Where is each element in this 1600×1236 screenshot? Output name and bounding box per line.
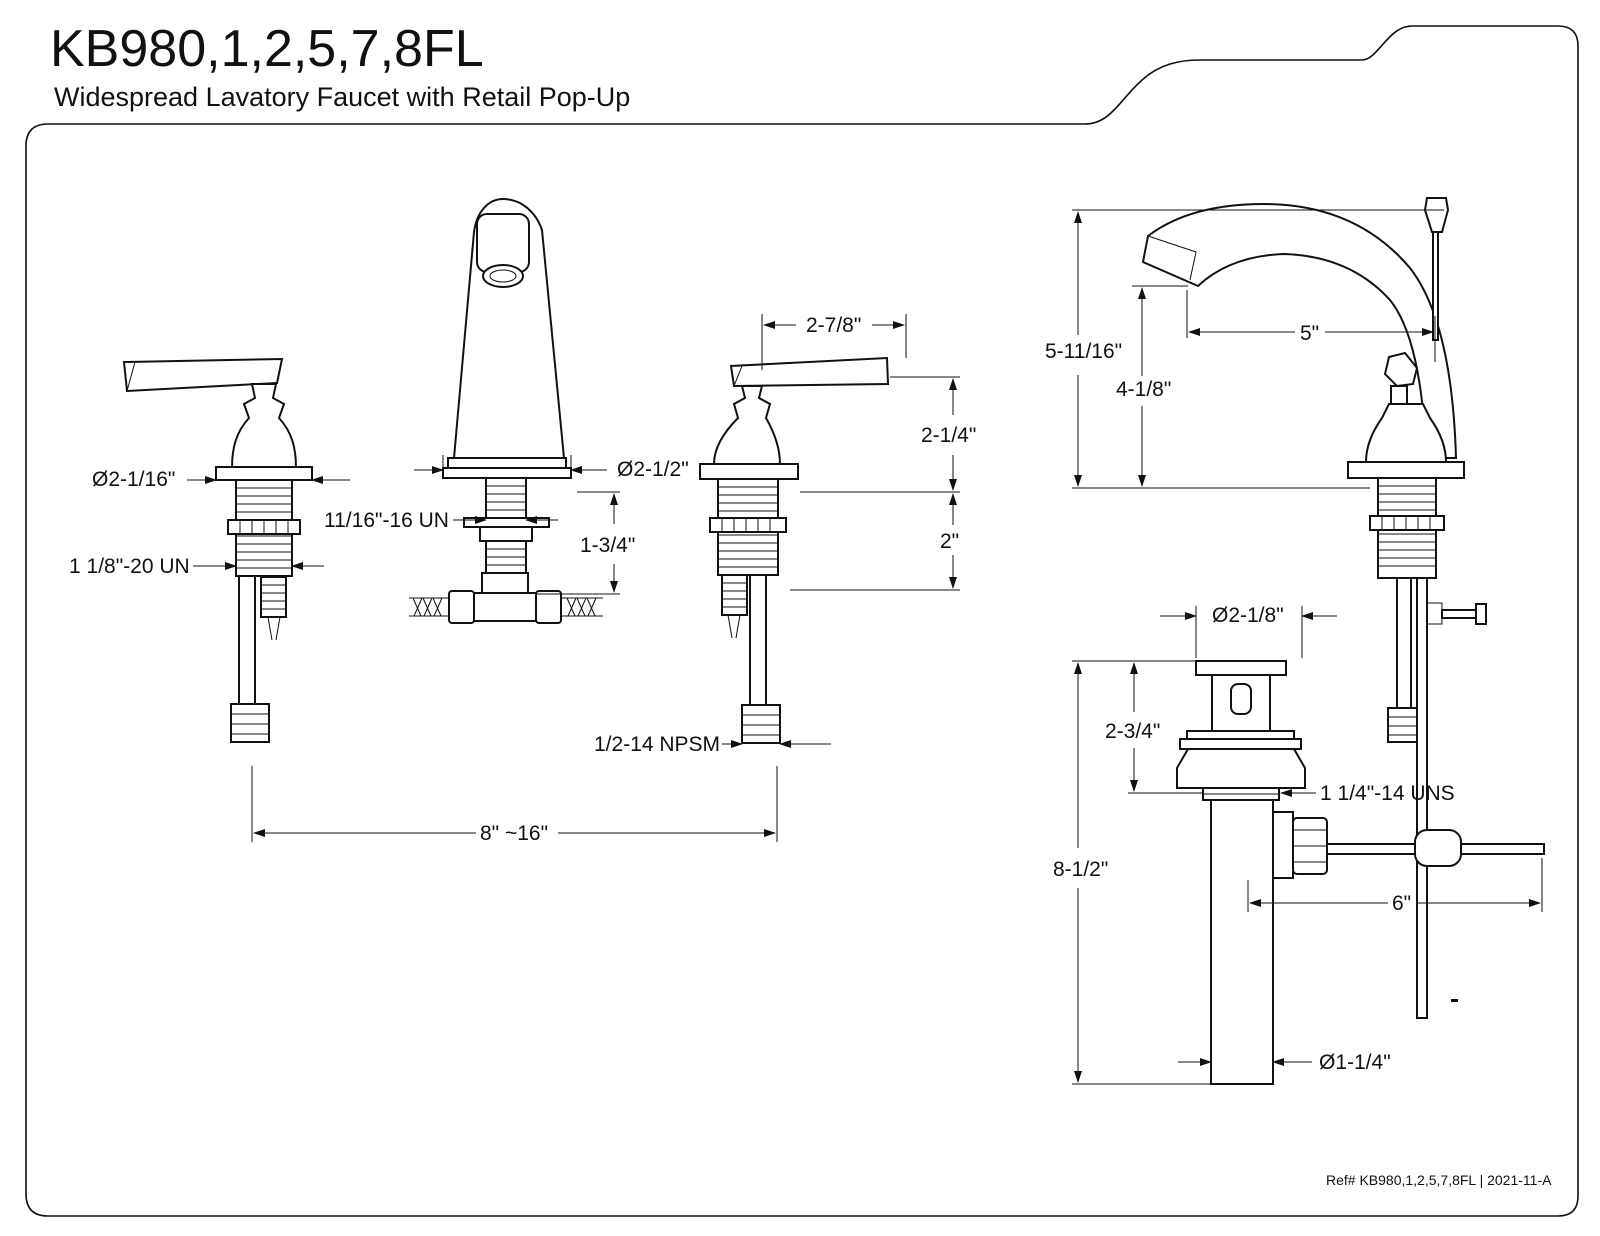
dim-handle-escutcheon-dia: Ø2-1/16" [92, 468, 175, 491]
dim-drain-body-height: 2-3/4" [1105, 720, 1160, 743]
dim-spout-shank-thread: 11/16"-16 UN [324, 509, 449, 532]
dim-spout-outlet-height: 4-1/8" [1116, 378, 1171, 401]
sheet-frame [25, 25, 1579, 1217]
left-handle-drawing [122, 357, 313, 743]
dim-handle-length: 2-7/8" [806, 314, 861, 337]
dim-drain-flange-dia: Ø2-1/8" [1212, 604, 1284, 627]
dimension-lines [187, 209, 1543, 1085]
dim-drain-thread: 1 1/4"-14 UNS [1320, 782, 1455, 805]
model-number-title: KB980,1,2,5,7,8FL [50, 20, 484, 78]
dim-drain-overall-length: 8-1/2" [1053, 858, 1108, 881]
dim-spout-shank-length: 1-3/4" [580, 534, 635, 557]
spout-side-view-drawing [1141, 197, 1545, 1019]
dim-handle-shank-thread: 1 1/8"-20 UN [69, 555, 190, 578]
dim-overall-height: 5-11/16" [1045, 340, 1122, 363]
right-handle-drawing [699, 356, 890, 744]
dim-pivot-rod-length: 6" [1392, 892, 1411, 915]
dim-handle-height: 2-1/4" [921, 424, 976, 447]
product-subtitle: Widespread Lavatory Faucet with Retail P… [54, 82, 630, 112]
pop-up-drain-drawing [1176, 660, 1328, 1085]
dim-tailpiece-dia: Ø1-1/4" [1319, 1051, 1391, 1074]
dim-center-spread: 8" ~16" [480, 822, 548, 845]
spout-front-view-drawing [409, 198, 603, 624]
dim-supply-connection: 1/2-14 NPSM [594, 733, 720, 756]
dim-spout-reach: 5" [1300, 322, 1319, 345]
reference-number: Ref# KB980,1,2,5,7,8FL | 2021-11-A [1326, 1172, 1552, 1188]
dim-handle-shank-length: 2" [940, 530, 959, 553]
dim-spout-base-dia: Ø2-1/2" [617, 458, 689, 481]
